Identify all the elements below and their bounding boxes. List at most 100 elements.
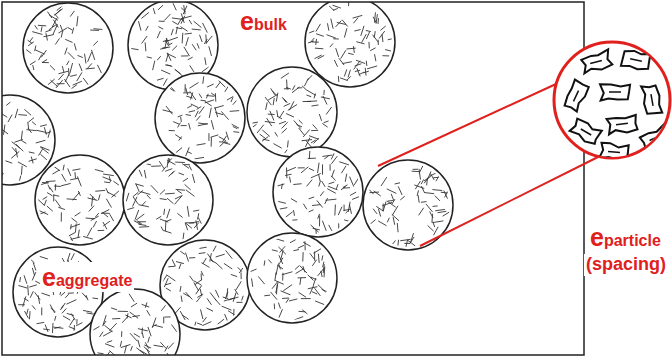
clay-platelet [142,36,148,44]
clay-platelet [392,206,398,215]
clay-platelet [147,310,150,316]
clay-platelet [16,304,25,305]
clay-platelet [318,55,325,59]
clay-platelet [136,214,145,220]
clay-platelet [218,319,224,324]
particle-mark [608,151,620,152]
clay-platelet [345,174,347,182]
clay-platelet [405,240,407,251]
clay-platelet [318,268,325,276]
clay-platelet [138,205,149,207]
clay-platelet [145,42,147,51]
clay-platelet [186,190,195,196]
clay-platelet [25,311,29,318]
clay-platelet [236,302,242,303]
clay-platelet [177,190,182,193]
clay-platelet [276,93,278,102]
clay-platelet [44,127,46,134]
clay-platelet [70,224,72,229]
clay-platelet [311,105,318,106]
clay-platelet [304,241,305,250]
clay-platelet [88,52,92,62]
clay-platelet [262,130,270,136]
clay-platelet [69,327,75,330]
clay-platelet [410,237,414,244]
clay-platelet [325,198,328,204]
clay-platelet [142,333,143,338]
clay-platelet [205,57,206,65]
clay-platelet [307,73,314,81]
clay-platelet [418,195,419,203]
clay-platelet [27,309,28,314]
clay-platelet [162,79,167,88]
clay-platelet [58,28,67,33]
clay-platelet [303,129,310,136]
clay-platelet [309,136,319,140]
clay-platelet [233,309,234,316]
clay-platelet [299,120,303,124]
clay-platelet [109,323,116,331]
clay-platelet [70,11,74,17]
clay-platelet [165,193,175,195]
clay-platelet [140,350,147,354]
clay-platelet [78,55,83,57]
clay-platelet [307,180,313,187]
clay-platelet [383,202,386,212]
clay-platelet [305,138,310,147]
particle-mark [650,135,661,140]
clay-platelet [206,308,213,311]
clay-platelet [278,303,280,309]
clay-platelet [303,204,307,210]
clay-platelet [327,23,328,30]
clay-platelet [138,21,141,31]
clay-platelet [161,70,170,74]
clay-platelet [36,322,44,323]
clay-platelet [277,110,278,117]
clay-platelet [21,131,22,140]
clay-platelet [192,29,201,31]
clay-platelet [366,61,368,66]
clay-platelet [50,65,55,70]
clay-platelet [78,230,79,238]
clay-platelet [333,38,339,39]
clay-platelet [167,275,176,281]
zoom-line [420,157,598,246]
clay-platelet [71,218,77,223]
clay-platelet [185,84,186,92]
clay-platelet [199,107,204,114]
clay-platelet [18,162,27,167]
clay-platelet [32,122,36,125]
clay-platelet [298,167,305,168]
clay-platelet [211,137,212,146]
clay-platelet [135,184,143,187]
clay-platelet [178,115,183,117]
clay-platelet [209,46,212,56]
clay-platelet [47,206,53,211]
aggregate-outline [90,289,180,355]
clay-platelet [397,240,399,248]
clay-platelet [352,197,359,200]
clay-platelet [189,123,191,129]
clay-platelet [168,266,175,268]
clay-platelet [93,221,96,227]
clay-platelet [160,190,165,195]
clay-platelet [433,177,438,178]
clay-platelet [220,140,226,146]
clay-platelet [203,23,208,33]
clay-platelet [368,42,369,49]
particle-outline [569,117,602,147]
clay-platelet [236,281,241,290]
clay-platelet [275,280,284,284]
clay-platelet [73,325,75,334]
clay-platelet [195,157,204,158]
clay-platelet [309,210,314,212]
clay-platelet [315,288,321,296]
clay-platelet [348,53,354,54]
clay-platelet [280,246,286,252]
clay-platelet [289,299,297,301]
clay-platelet [83,78,89,87]
clay-platelet [70,319,74,326]
clay-platelet [47,193,52,196]
clay-platelet [344,28,347,37]
clay-platelet [391,194,394,201]
